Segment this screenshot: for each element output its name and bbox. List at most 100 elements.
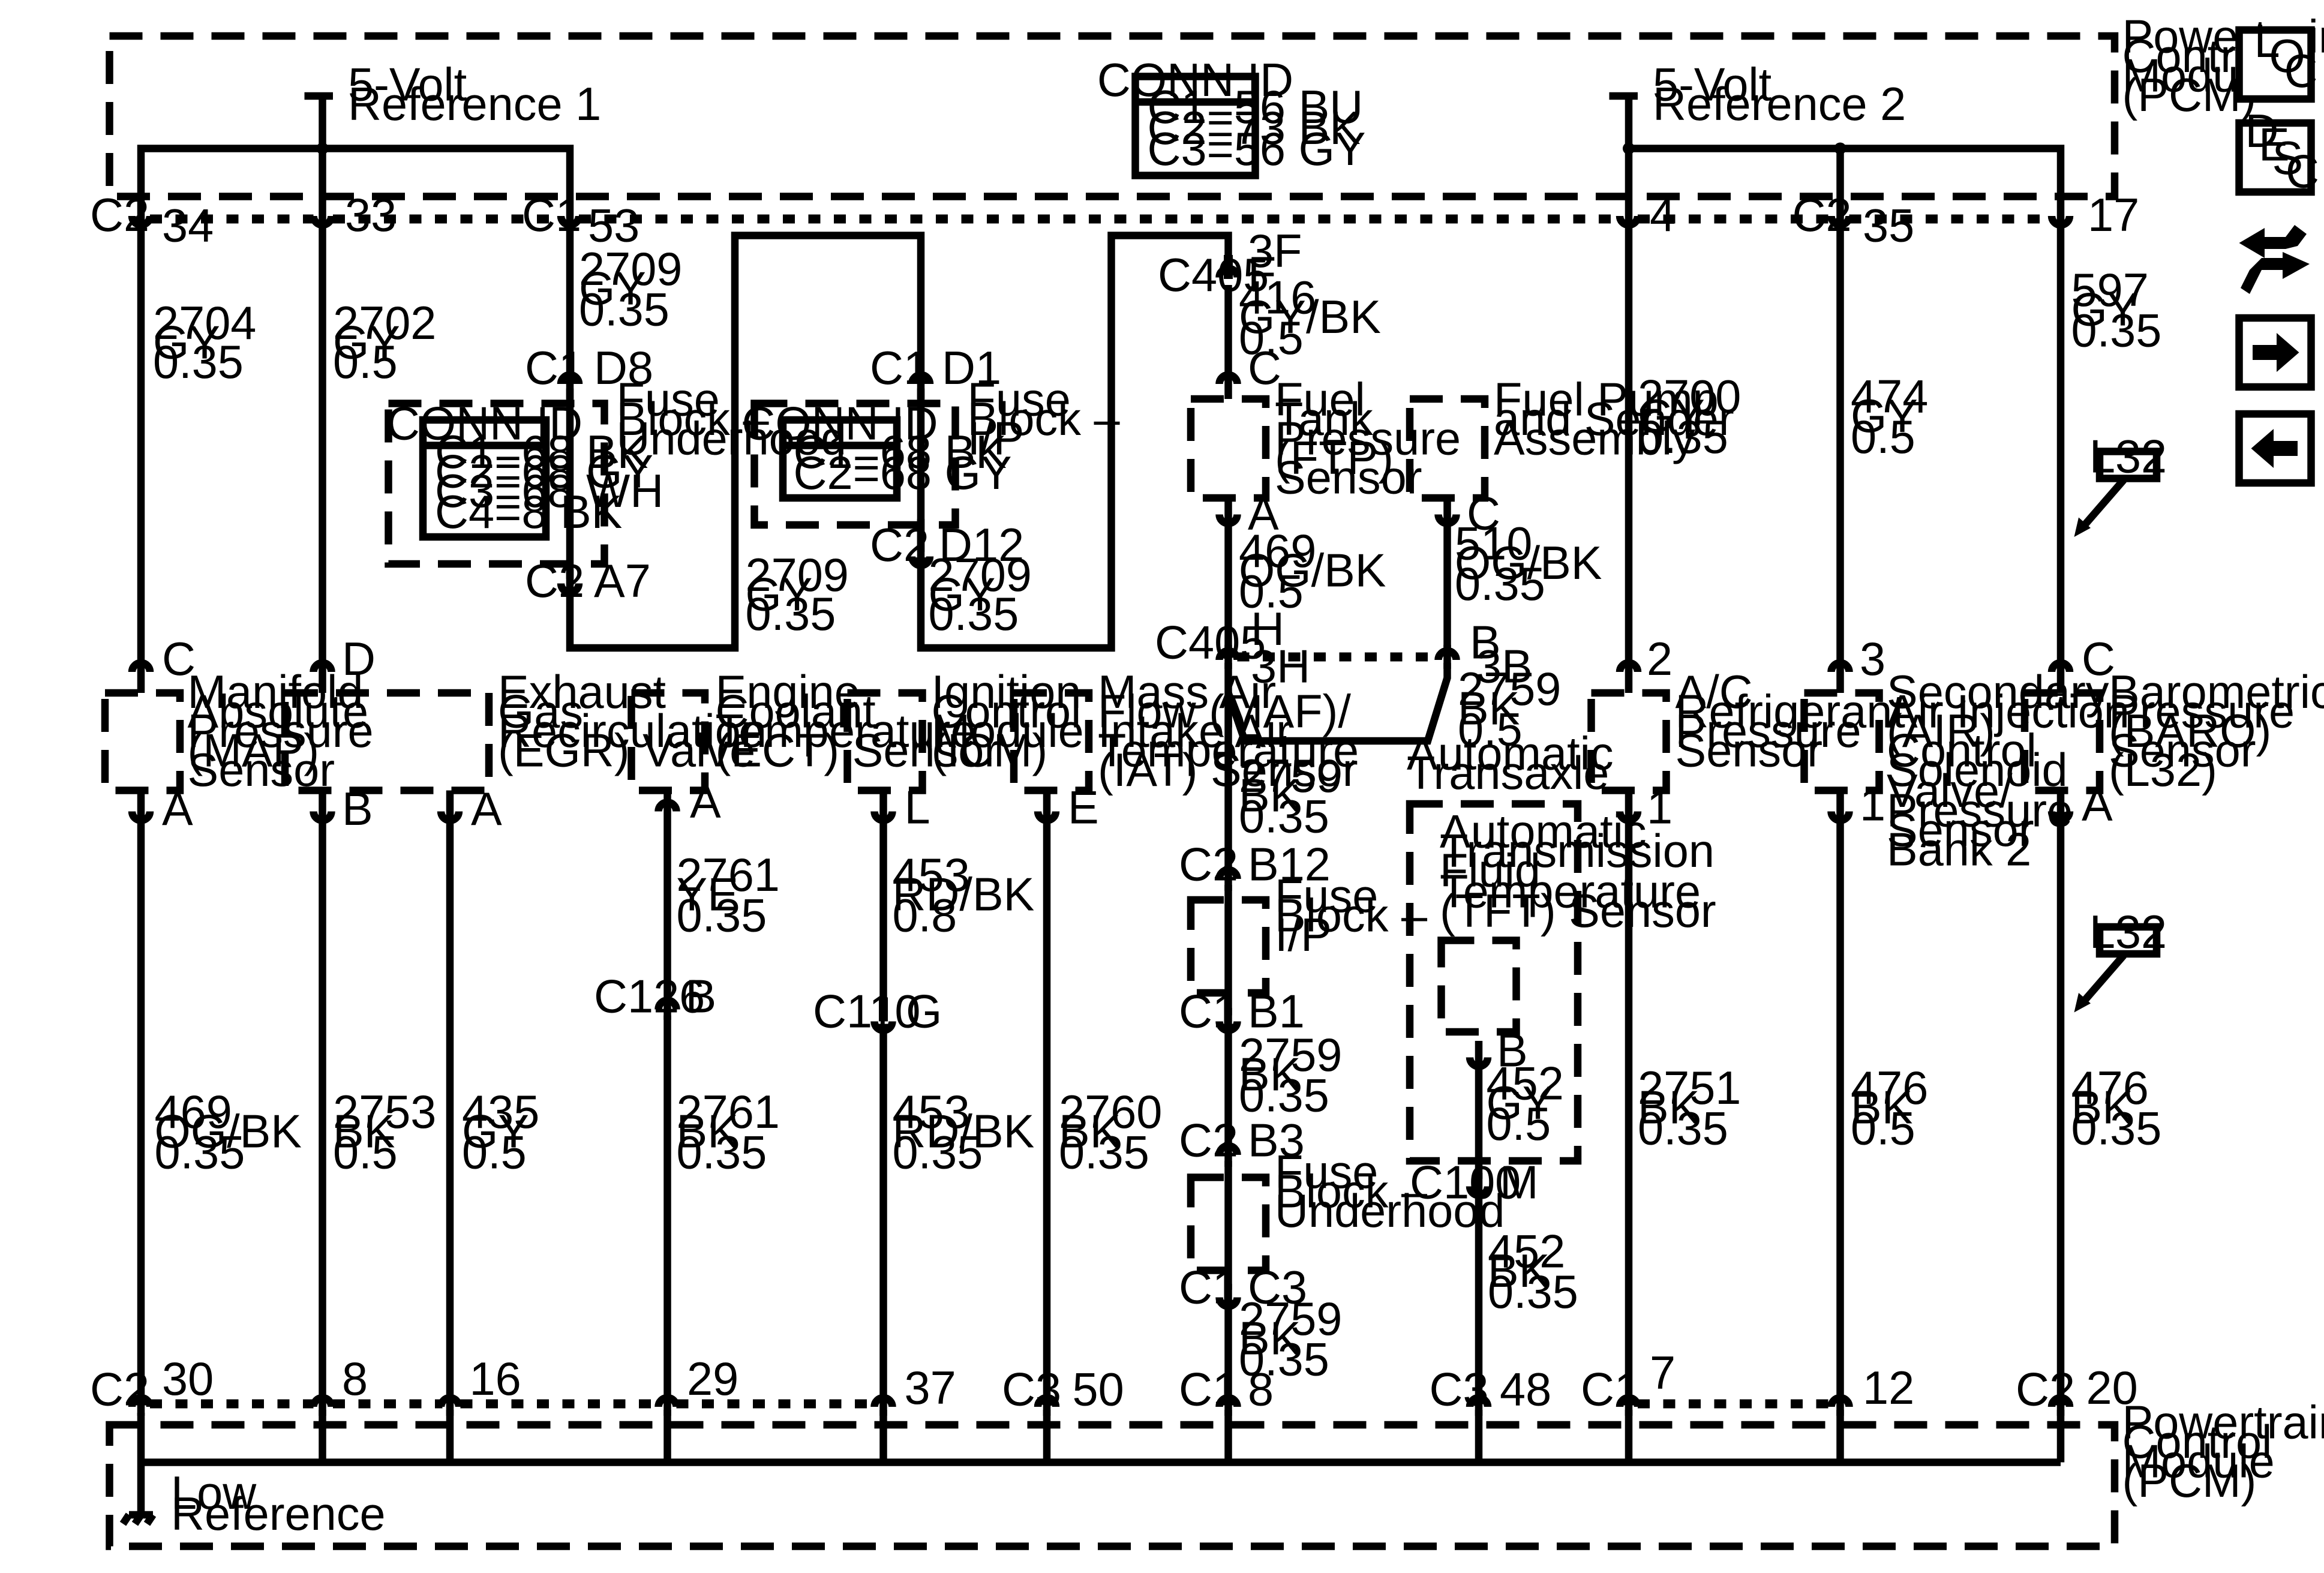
- svg-text:452: 452: [1488, 1226, 1565, 1278]
- svg-text:B12: B12: [1248, 839, 1331, 891]
- tft-sensor-box: [1437, 936, 1520, 1036]
- svg-text:Air Injection: Air Injection: [1887, 686, 2130, 738]
- svg-text:2751: 2751: [1638, 1062, 1741, 1114]
- svg-text:452: 452: [1487, 1058, 1564, 1110]
- svg-text:Fuse: Fuse: [1275, 870, 1378, 922]
- arrow-left-icon: [2251, 429, 2298, 468]
- egr-valve-box: [281, 689, 493, 794]
- svg-text:8: 8: [342, 1353, 368, 1405]
- svg-text:GY: GY: [462, 1106, 529, 1158]
- svg-text:C2: C2: [870, 520, 929, 571]
- fuse-block-underhood-lower-box: [1187, 1173, 1270, 1274]
- svg-text:C2: C2: [1179, 839, 1238, 891]
- svg-text:Sensor: Sensor: [188, 745, 335, 796]
- automatic-transaxle-box: [1406, 800, 1582, 1165]
- description-view-button[interactable]: D E S C: [2235, 106, 2319, 198]
- svg-text:Pressure: Pressure: [1275, 413, 1461, 465]
- svg-text:Mass Air: Mass Air: [1098, 667, 1276, 718]
- svg-text:Sensor: Sensor: [1676, 725, 1823, 777]
- svg-text:Bank 2: Bank 2: [1887, 824, 2031, 876]
- svg-text:2759: 2759: [1458, 664, 1561, 715]
- svg-text:Recirculation: Recirculation: [498, 706, 767, 757]
- svg-text:Absolute: Absolute: [188, 686, 369, 738]
- svg-text:C1=68 BK: C1=68 BK: [435, 427, 648, 478]
- svg-text:Fuel: Fuel: [1275, 374, 1365, 426]
- svg-text:B3: B3: [1248, 1115, 1305, 1167]
- svg-text:435: 435: [462, 1086, 539, 1138]
- svg-text:53: 53: [588, 200, 639, 252]
- svg-text:YE: YE: [677, 869, 738, 921]
- svg-text:0.35: 0.35: [2071, 305, 2162, 357]
- svg-text:GY: GY: [579, 263, 646, 315]
- svg-text:C: C: [1467, 488, 1500, 540]
- maf-iat-sensor-box: [1010, 689, 1093, 794]
- svg-text:B: B: [342, 784, 373, 835]
- svg-text:48: 48: [1500, 1364, 1551, 1416]
- svg-text:Block –: Block –: [968, 394, 1121, 445]
- svg-text:C3: C3: [1430, 1364, 1489, 1416]
- svg-text:597: 597: [2071, 265, 2149, 316]
- svg-text:0.5: 0.5: [1458, 704, 1523, 756]
- svg-text:C1: C1: [1581, 1364, 1640, 1416]
- svg-text:Engine: Engine: [716, 667, 860, 718]
- svg-text:C: C: [2284, 46, 2318, 97]
- svg-text:(BARO): (BARO): [2109, 706, 2271, 757]
- previous-page-button[interactable]: [2235, 410, 2315, 487]
- svg-text:C: C: [2082, 634, 2115, 685]
- connector-end-view-icon[interactable]: [2239, 225, 2310, 294]
- svg-text:C2: C2: [90, 1364, 149, 1416]
- svg-text:C: C: [1248, 343, 1281, 394]
- svg-text:B1: B1: [1248, 986, 1305, 1038]
- baro-sensor-box: [2020, 689, 2104, 794]
- svg-text:CONN ID: CONN ID: [741, 398, 938, 450]
- svg-text:Temperature: Temperature: [1098, 725, 1359, 777]
- svg-text:Exhaust: Exhaust: [498, 667, 666, 718]
- svg-text:Sensor: Sensor: [1275, 452, 1422, 504]
- svg-text:C405: C405: [1155, 617, 1266, 669]
- fuse-block-underhood-lower-label: Fuse Block – Underhood: [1275, 1146, 1505, 1237]
- svg-text:BK: BK: [1458, 683, 1520, 735]
- svg-text:C2: C2: [1179, 1115, 1238, 1167]
- svg-text:CONN ID: CONN ID: [386, 398, 582, 450]
- ftp-sensor-label: Fuel Tank Pressure (FTP) Sensor: [1275, 374, 1461, 504]
- svg-text:L: L: [905, 782, 930, 834]
- svg-text:2704: 2704: [153, 298, 256, 349]
- map-sensor-box: [101, 689, 184, 794]
- svg-text:Tank: Tank: [1275, 394, 1373, 445]
- svg-text:16: 16: [470, 1353, 521, 1405]
- svg-text:476: 476: [1851, 1062, 1928, 1114]
- svg-text:Gas: Gas: [498, 686, 583, 738]
- svg-text:Coolant: Coolant: [716, 686, 876, 738]
- fuel-pump-sender-box: [1406, 395, 1489, 502]
- next-page-button[interactable]: [2235, 314, 2315, 391]
- svg-text:GY: GY: [746, 569, 813, 621]
- svg-text:E: E: [1068, 782, 1099, 834]
- svg-text:1: 1: [1647, 782, 1673, 834]
- svg-text:C2=68 GY: C2=68 GY: [794, 448, 1012, 499]
- svg-text:0.35: 0.35: [153, 337, 244, 388]
- svg-text:34: 34: [162, 200, 214, 252]
- pcm-conn-id-table: CONN ID C1=56 BU C2=73 BK C3=56 GY: [1097, 55, 1366, 179]
- svg-text:(ICM): (ICM): [932, 725, 1048, 777]
- svg-text:A: A: [1248, 488, 1279, 540]
- svg-text:33: 33: [345, 190, 397, 241]
- svg-text:F: F: [1248, 248, 1276, 300]
- svg-text:2702: 2702: [333, 298, 436, 349]
- location-view-button[interactable]: L O C: [2235, 16, 2318, 103]
- svg-text:2759: 2759: [1239, 1029, 1342, 1081]
- svg-text:50: 50: [1073, 1364, 1124, 1416]
- svg-text:I/P: I/P: [1275, 909, 1332, 961]
- svg-text:Pressure: Pressure: [2109, 686, 2295, 738]
- svg-text:Sensor: Sensor: [1887, 804, 2034, 856]
- svg-text:Secondary: Secondary: [1887, 667, 2109, 718]
- fuse-underhood-top-label: Fuse Block – Underhood: [617, 374, 847, 465]
- svg-text:C1: C1: [522, 190, 581, 241]
- svg-text:29: 29: [687, 1353, 738, 1405]
- svg-text:Sensor: Sensor: [2109, 725, 2256, 777]
- svg-text:A: A: [162, 784, 193, 835]
- svg-text:C3: C3: [1002, 1364, 1061, 1416]
- svg-text:Pressure: Pressure: [1676, 706, 1861, 757]
- svg-text:C1: C1: [525, 343, 584, 394]
- svg-text:(L32): (L32): [2109, 745, 2217, 796]
- svg-text:5-Volt: 5-Volt: [348, 59, 467, 111]
